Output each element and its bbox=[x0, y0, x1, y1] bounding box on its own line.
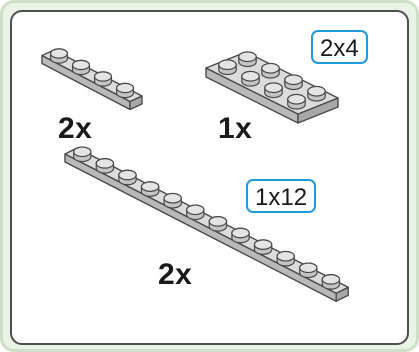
plate-1x12-stud bbox=[118, 169, 137, 186]
plate-2x4-stud bbox=[241, 70, 260, 87]
size-label-2x4: 2x4 bbox=[311, 30, 368, 64]
plate-1x4-illustration bbox=[41, 48, 143, 111]
plate-1x12-stud bbox=[299, 262, 318, 279]
plate-2x4-stud bbox=[238, 51, 257, 68]
plate-2x4-stud bbox=[284, 74, 303, 91]
quantity-plate-1x4: 2x bbox=[58, 112, 93, 145]
plate-1x12-stud bbox=[276, 250, 295, 267]
plate-2x4-stud bbox=[264, 82, 283, 99]
plate-2x4-stud bbox=[218, 59, 237, 76]
plate-1x12-stud bbox=[186, 204, 205, 221]
plate-2x4-illustration bbox=[205, 51, 339, 124]
plate-1x12-stud bbox=[208, 216, 228, 232]
plate-1x12-side-front bbox=[64, 153, 337, 302]
plate-1x4-stud bbox=[71, 59, 91, 76]
plate-1x12-stud bbox=[163, 192, 182, 209]
plate-1x12-stud bbox=[140, 181, 160, 197]
plate-1x12-stud bbox=[73, 146, 92, 163]
plate-2x4-stud bbox=[261, 62, 280, 79]
size-label-1x12: 1x12 bbox=[246, 179, 317, 213]
plate-1x12-illustration bbox=[64, 146, 349, 302]
quantity-plate-1x12: 2x bbox=[158, 258, 193, 291]
plate-1x4-stud bbox=[115, 82, 135, 99]
plate-1x4-stud bbox=[93, 71, 113, 87]
quantity-plate-2x4: 1x bbox=[218, 112, 253, 145]
plate-1x12-stud bbox=[231, 227, 250, 244]
plate-1x12-stud bbox=[253, 239, 273, 255]
plate-2x4-stud bbox=[307, 85, 326, 102]
plate-2x4-stud bbox=[287, 93, 306, 110]
plate-1x4-stud bbox=[49, 48, 69, 64]
plate-1x12-stud bbox=[321, 274, 341, 290]
plate-1x12-stud bbox=[95, 158, 115, 174]
